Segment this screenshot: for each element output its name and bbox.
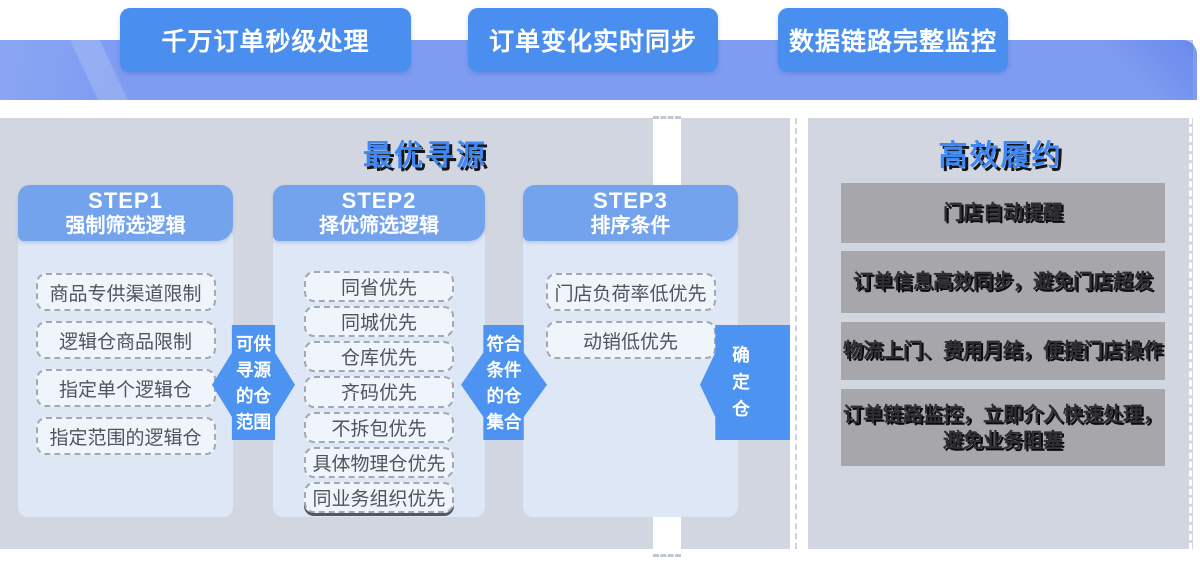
banner-badge-label: 数据链路完整监控 — [788, 28, 997, 56]
fulfillment-item-auto-reminder: 门店自动提醒 — [841, 183, 1165, 243]
step1-item: 商品专供渠道限制 — [35, 273, 216, 311]
fulfillment-item-info-sync: 订单信息高效同步，避免门店超发 — [841, 251, 1165, 313]
step2-item: 仓库优先 — [304, 341, 454, 373]
step1-label: STEP1 — [88, 188, 163, 213]
banner-badge-data-monitoring: 数据链路完整监控 — [778, 8, 1008, 72]
fulfillment-title: 高效履约 — [938, 140, 1063, 172]
banner-badge-label: 订单变化实时同步 — [488, 28, 697, 56]
banner-badge-label: 千万订单秒级处理 — [161, 28, 370, 56]
step1-item: 指定范围的逻辑仓 — [35, 417, 216, 455]
step1-body: 商品专供渠道限制 逻辑仓商品限制 指定单个逻辑仓 指定范围的逻辑仓 — [18, 232, 233, 517]
step1-subtitle: 强制筛选逻辑 — [65, 215, 186, 237]
step3-item: 门店负荷率低优先 — [545, 273, 716, 311]
step2-item: 不拆包优先 — [304, 411, 454, 443]
step3-header: STEP3 排序条件 — [523, 185, 738, 241]
banner-badge-order-processing: 千万订单秒级处理 — [120, 8, 411, 72]
banner-badge-realtime-sync: 订单变化实时同步 — [468, 8, 718, 72]
step2-item: 齐码优先 — [304, 376, 454, 408]
step2-body: 同省优先 同城优先 仓库优先 齐码优先 不拆包优先 具体物理仓优先 同业务组织优… — [273, 232, 485, 517]
step1-header: STEP1 强制筛选逻辑 — [18, 185, 233, 241]
step2-item: 同业务组织优先 — [304, 481, 454, 513]
step3-body: 门店负荷率低优先 动销低优先 — [523, 232, 738, 517]
step2-label: STEP2 — [341, 188, 417, 213]
step3-column: STEP3 排序条件 门店负荷率低优先 动销低优先 — [523, 185, 738, 517]
fulfillment-panel: 门店自动提醒 订单信息高效同步，避免门店超发 物流上门、费用月结，便捷门店操作 … — [808, 118, 1193, 549]
step2-column: STEP2 择优筛选逻辑 同省优先 同城优先 仓库优先 齐码优先 不拆包优先 具… — [273, 185, 485, 517]
step2-item: 具体物理仓优先 — [304, 446, 454, 478]
step3-item: 动销低优先 — [545, 321, 716, 359]
step2-subtitle: 择优筛选逻辑 — [319, 215, 439, 237]
step1-column: STEP1 强制筛选逻辑 商品专供渠道限制 逻辑仓商品限制 指定单个逻辑仓 指定… — [18, 185, 233, 517]
step2-item: 同省优先 — [304, 271, 454, 303]
step1-item: 指定单个逻辑仓 — [35, 369, 216, 407]
fulfillment-item-link-monitoring: 订单链路监控，立即介入快速处理， 避免业务阻塞 — [841, 389, 1165, 466]
step2-item: 同城优先 — [304, 306, 454, 338]
sourcing-title: 最优寻源 — [362, 140, 487, 172]
step3-subtitle: 排序条件 — [590, 215, 671, 237]
step1-item: 逻辑仓商品限制 — [35, 321, 216, 359]
step2-header: STEP2 择优筛选逻辑 — [273, 185, 485, 241]
step3-label: STEP3 — [593, 188, 668, 213]
fulfillment-item-logistics: 物流上门、费用月结，便捷门店操作 — [841, 322, 1165, 380]
panel-divider-dashed — [795, 118, 797, 549]
